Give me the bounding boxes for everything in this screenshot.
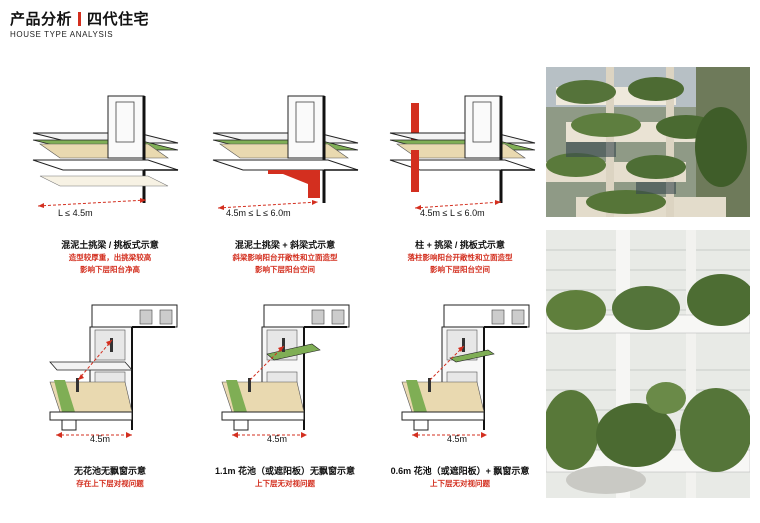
diagram-column-cantilever: 4.5m ≤ L ≤ 6.0m: [385, 88, 550, 228]
note-line: 斜梁影响阳台开敞性和立面造型: [232, 253, 338, 262]
note-line: 上下层无对视问题: [255, 479, 315, 488]
title-separator: [78, 11, 82, 26]
caption-2: 混泥土挑梁 + 斜梁式示意: [234, 240, 336, 250]
dimension-label: 4.5m: [267, 434, 288, 444]
diagram-cantilever-slab: L ≤ 4.5m: [28, 88, 193, 228]
photo-bottom-drawing: [546, 230, 750, 498]
diagram-planter-1-1m: 4.5m: [212, 300, 377, 450]
note-line: 影响下层阳台空间: [255, 265, 315, 274]
note-6: 上下层无对视问题: [365, 478, 555, 490]
note-1: 造型较厚重，出挑梁较高 影响下层阳台净高: [15, 252, 205, 276]
note-line: 影响下层阳台空间: [430, 265, 490, 274]
planter-0-6m-drawing: [401, 304, 530, 438]
note-2: 斜梁影响阳台开敞性和立面造型 影响下层阳台空间: [190, 252, 380, 276]
caption-6: 0.6m 花池（或遮阳板）+ 飘窗示意: [390, 466, 530, 476]
no-planter-drawing: [49, 304, 178, 438]
dimension-label: L ≤ 4.5m: [58, 208, 93, 218]
dimension-label: 4.5m: [90, 434, 111, 444]
note-line: 落柱影响阳台开敞性和立面造型: [407, 253, 513, 262]
balcony-garden-photo-top: [546, 67, 750, 217]
note-line: 造型较厚重，出挑梁较高: [68, 253, 152, 262]
column-cantilever-drawing: [389, 95, 536, 203]
dimension-line-1: [37, 198, 147, 208]
dimension-line-2: [217, 200, 319, 210]
caption-5: 1.1m 花池（或遮阳板）无飘窗示意: [214, 466, 355, 476]
cantilever-slab-drawing: [32, 95, 179, 203]
diagram-no-planter: 4.5m: [40, 300, 205, 450]
page-title: 产品分析 四代住宅: [10, 8, 149, 29]
photo-top-drawing: [546, 67, 750, 217]
diagram-planter-0-6m-bay-window: 4.5m: [392, 300, 557, 450]
diagram-cantilever-diagonal-beam: 4.5m ≤ L ≤ 6.0m: [208, 88, 373, 228]
planter-1-1m-drawing: [221, 304, 350, 438]
title-sub: 四代住宅: [87, 11, 150, 28]
caption-4: 无花池无飘窗示意: [73, 466, 146, 476]
caption-3: 柱 + 挑梁 / 挑板式示意: [415, 240, 505, 250]
note-4: 存在上下层对视问题: [15, 478, 205, 490]
note-line: 影响下层阳台净高: [80, 265, 140, 274]
balcony-garden-photo-bottom: [546, 230, 750, 498]
page-header: 产品分析 四代住宅 HOUSE TYPE ANALYSIS: [10, 8, 149, 39]
dimension-label: 4.5m ≤ L ≤ 6.0m: [226, 208, 291, 218]
dimension-line-3: [414, 200, 502, 210]
title-main: 产品分析: [10, 11, 73, 28]
dimension-label: 4.5m: [447, 434, 468, 444]
page-subtitle: HOUSE TYPE ANALYSIS: [10, 30, 114, 39]
note-line: 上下层无对视问题: [430, 479, 490, 488]
diagonal-beam-drawing: [212, 95, 359, 203]
note-5: 上下层无对视问题: [190, 478, 380, 490]
note-3: 落柱影响阳台开敞性和立面造型 影响下层阳台空间: [365, 252, 555, 276]
caption-1: 混泥土挑梁 / 挑板式示意: [61, 240, 159, 250]
note-line: 存在上下层对视问题: [76, 479, 144, 488]
dimension-label: 4.5m ≤ L ≤ 6.0m: [420, 208, 485, 218]
